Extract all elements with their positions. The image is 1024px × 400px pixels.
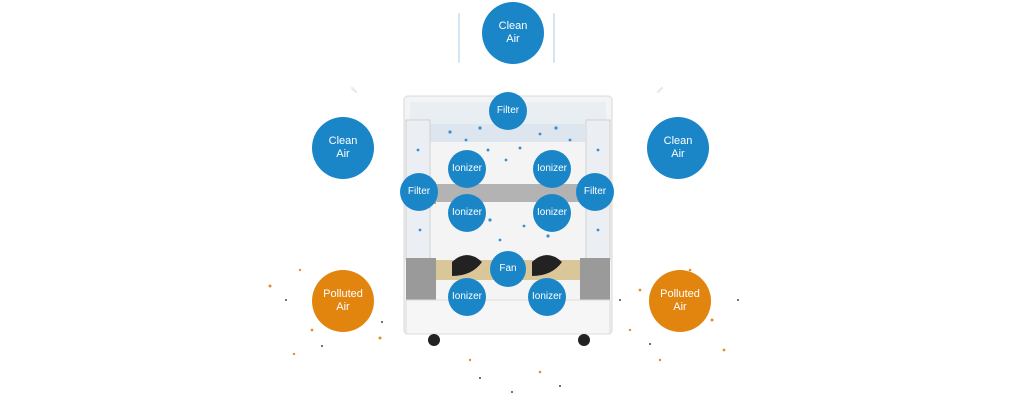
polluted-particles: [268, 268, 726, 374]
ionizer-upper-left: Ionizer: [448, 150, 486, 188]
polluted-air-right: Polluted Air: [649, 270, 711, 332]
filter-top: Filter: [489, 92, 527, 130]
ionizer-mid-left: Ionizer: [448, 194, 486, 232]
clean-air-right: Clean Air: [647, 117, 709, 179]
ionizer-lower-right: Ionizer: [528, 278, 566, 316]
purifier-housing: [403, 95, 613, 346]
ionizer-lower-left: Ionizer: [448, 278, 486, 316]
ionizer-mid-right: Ionizer: [533, 194, 571, 232]
polluted-air-left: Polluted Air: [312, 270, 374, 332]
clean-air-top: Clean Air: [482, 2, 544, 64]
ionizer-upper-right: Ionizer: [533, 150, 571, 188]
clean-air-left: Clean Air: [312, 117, 374, 179]
fan: Fan: [490, 251, 526, 287]
clean-air-streaks: [351, 13, 663, 93]
filter-left: Filter: [400, 173, 438, 211]
clean-particles: [416, 126, 600, 242]
filter-right: Filter: [576, 173, 614, 211]
